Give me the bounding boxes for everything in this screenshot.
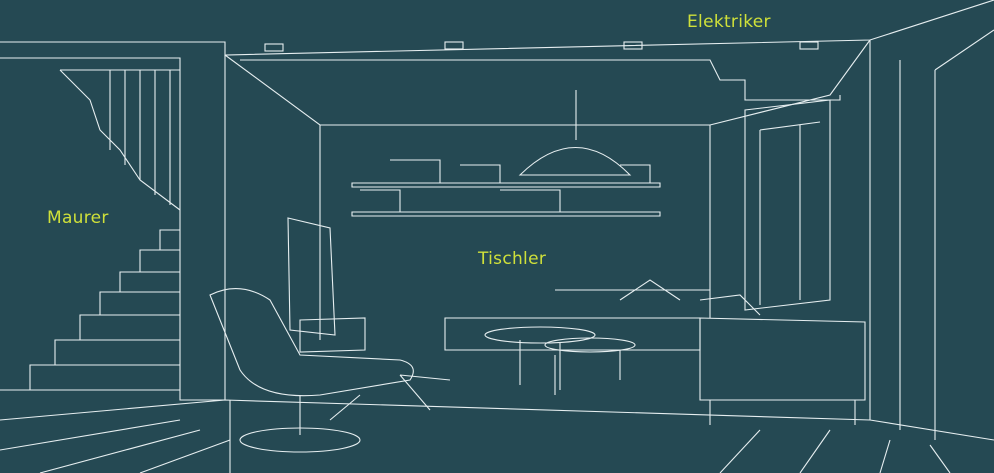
label-elektriker: Elektriker [687, 12, 771, 32]
label-tischler: Tischler [478, 249, 547, 269]
coffee-tables [484, 326, 636, 395]
staircase [0, 69, 181, 391]
label-maurer: Maurer [47, 208, 109, 228]
pendant-lamp [518, 90, 632, 176]
wall-shelves [351, 159, 661, 217]
sofa [444, 279, 866, 425]
floor-boards [0, 399, 994, 473]
ceiling-lights [264, 41, 819, 52]
armchair [209, 288, 451, 453]
tv-unit [287, 217, 366, 353]
room-structure [0, 0, 994, 440]
